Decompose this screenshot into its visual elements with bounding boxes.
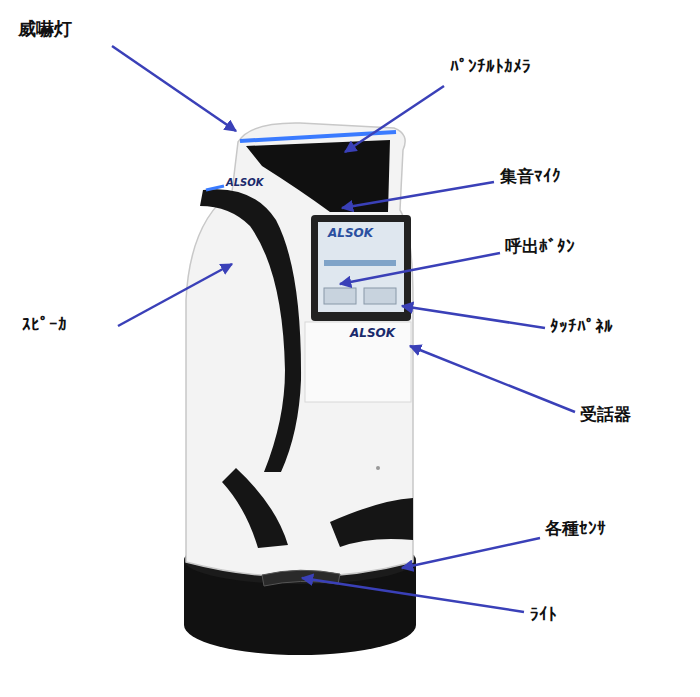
leader-arrow — [410, 346, 575, 412]
leader-arrow — [118, 264, 232, 326]
part-label: 集音ﾏｲｸ — [500, 166, 561, 186]
camera-visor — [246, 140, 390, 212]
light — [262, 570, 340, 586]
sensor-dot — [376, 466, 380, 470]
screen-button — [324, 288, 356, 304]
touch-panel — [311, 215, 411, 321]
part-label: 各種ｾﾝｻ — [545, 518, 606, 538]
logo-text: ALSOK — [226, 177, 264, 189]
logo-text: ALSOK — [350, 326, 395, 340]
part-label: ﾊﾟﾝﾁﾙﾄｶﾒﾗ — [450, 56, 531, 76]
robot-body — [186, 123, 413, 577]
touch-panel-screen — [318, 222, 404, 312]
leader-arrow — [402, 306, 545, 328]
warning-light — [206, 186, 224, 190]
part-label: 呼出ﾎﾞﾀﾝ — [505, 236, 575, 256]
screen-button — [364, 288, 396, 304]
front-panel — [305, 322, 411, 402]
side-panel — [200, 189, 301, 472]
leader-lines — [112, 46, 575, 612]
leader-arrow — [112, 46, 236, 131]
side-panel — [222, 468, 288, 548]
part-label: 威嚇灯 — [18, 18, 72, 40]
part-label: ﾀｯﾁﾊﾟﾈﾙ — [550, 316, 613, 336]
logo-text: ALSOK — [328, 226, 373, 240]
part-label: 受話器 — [580, 404, 631, 424]
screen-bar — [324, 260, 396, 266]
part-label: ﾗｲﾄ — [530, 604, 557, 624]
leader-arrow — [340, 253, 500, 284]
side-panel — [330, 498, 413, 547]
leader-arrow — [345, 86, 444, 152]
part-label: ｽﾋﾟｰｶ — [22, 314, 67, 334]
leader-arrow — [402, 538, 540, 568]
leader-arrow — [342, 182, 494, 208]
leader-arrow — [302, 578, 524, 612]
